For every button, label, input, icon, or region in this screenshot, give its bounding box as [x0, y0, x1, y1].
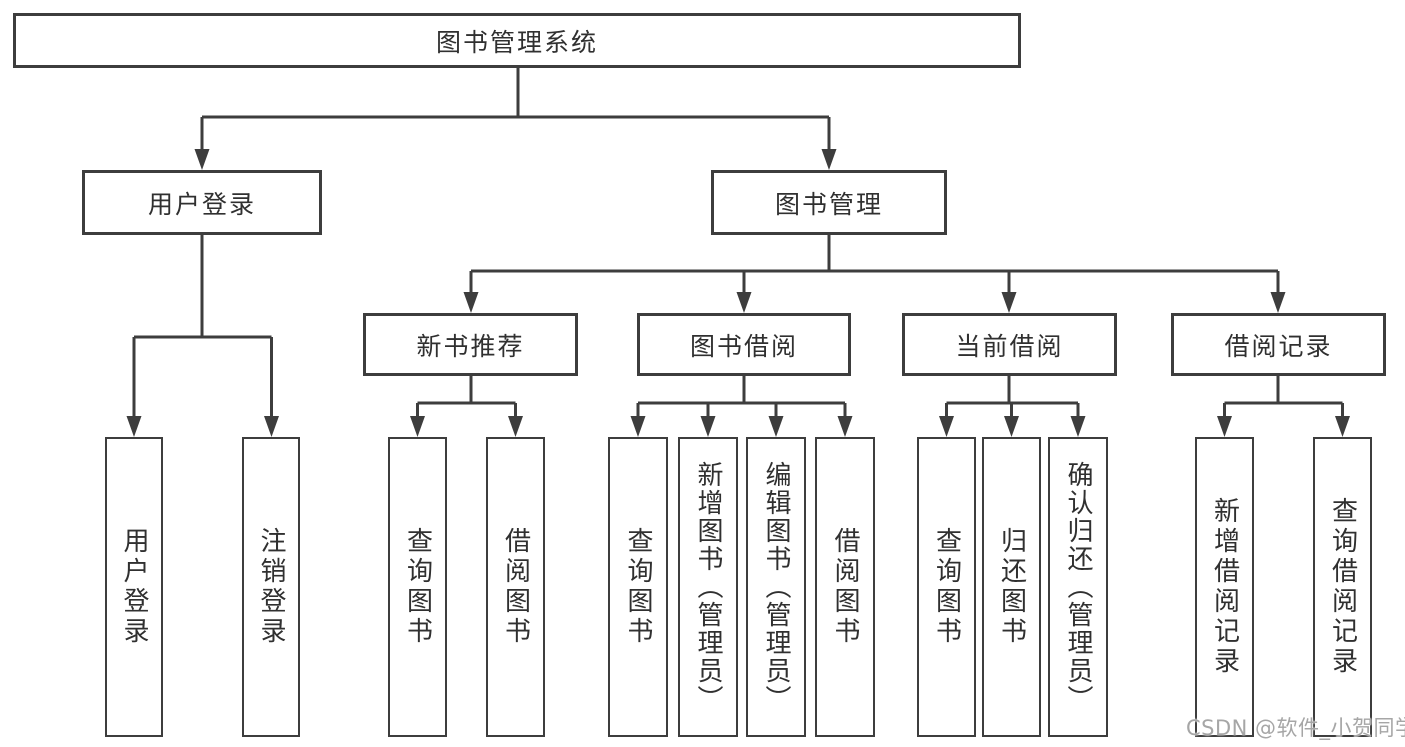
node-user-login-branch-label: 用户登录	[147, 189, 256, 219]
node-borrow-records-label: 借阅记录	[1224, 331, 1333, 361]
node-borrow-records: 借阅记录	[1171, 313, 1386, 376]
node-new-book-recommend-label: 新书推荐	[416, 331, 525, 361]
leaf-current-return-books-label: 归还图书	[996, 527, 1027, 647]
leaf-user-login: 用户登录	[105, 437, 163, 737]
leaf-current-query-books: 查询图书	[917, 437, 976, 737]
leaf-borrow-edit-books-admin: 编辑图书（管理员）	[746, 437, 806, 737]
leaf-current-return-books: 归还图书	[982, 437, 1041, 737]
connector-path	[132, 67, 1344, 424]
leaf-borrow-borrow-books: 借阅图书	[815, 437, 875, 737]
leaf-records-query-record-label: 查询借阅记录	[1327, 497, 1358, 677]
node-current-borrow: 当前借阅	[902, 313, 1117, 376]
leaf-records-add-record-label: 新增借阅记录	[1209, 497, 1240, 677]
leaf-records-add-record: 新增借阅记录	[1195, 437, 1254, 737]
leaf-borrow-edit-books-admin-label: 编辑图书（管理员）	[761, 461, 791, 713]
node-book-management-label: 图书管理	[774, 189, 883, 219]
leaf-borrow-borrow-books-label: 借阅图书	[830, 527, 860, 647]
leaf-current-confirm-return-admin: 确认归还（管理员）	[1048, 437, 1108, 737]
node-user-login-branch: 用户登录	[82, 170, 322, 235]
leaf-borrow-add-books-admin: 新增图书（管理员）	[678, 437, 738, 737]
node-book-borrow-label: 图书借阅	[689, 331, 798, 361]
node-current-borrow-label: 当前借阅	[955, 331, 1064, 361]
leaf-borrow-query-books-label: 查询图书	[623, 527, 653, 647]
leaf-recommend-borrow-books: 借阅图书	[486, 437, 545, 737]
leaf-current-confirm-return-admin-label: 确认归还（管理员）	[1063, 461, 1093, 713]
node-root-label: 图书管理系统	[435, 27, 598, 57]
leaf-recommend-borrow-books-label: 借阅图书	[500, 527, 531, 647]
leaf-logout: 注销登录	[242, 437, 300, 737]
arrowheads	[126, 149, 1350, 437]
leaf-current-query-books-label: 查询图书	[931, 527, 962, 647]
leaf-records-query-record: 查询借阅记录	[1313, 437, 1372, 737]
leaf-recommend-query-books: 查询图书	[388, 437, 447, 737]
watermark: CSDN @软件_小贺同学	[1186, 716, 1405, 740]
node-new-book-recommend: 新书推荐	[363, 313, 578, 376]
leaf-user-login-label: 用户登录	[119, 527, 149, 647]
leaf-borrow-query-books: 查询图书	[608, 437, 668, 737]
node-book-management: 图书管理	[711, 170, 947, 235]
leaf-borrow-add-books-admin-label: 新增图书（管理员）	[693, 461, 723, 713]
node-root: 图书管理系统	[13, 13, 1021, 68]
node-book-borrow: 图书借阅	[637, 313, 851, 376]
leaf-logout-label: 注销登录	[256, 527, 286, 647]
leaf-recommend-query-books-label: 查询图书	[402, 527, 433, 647]
